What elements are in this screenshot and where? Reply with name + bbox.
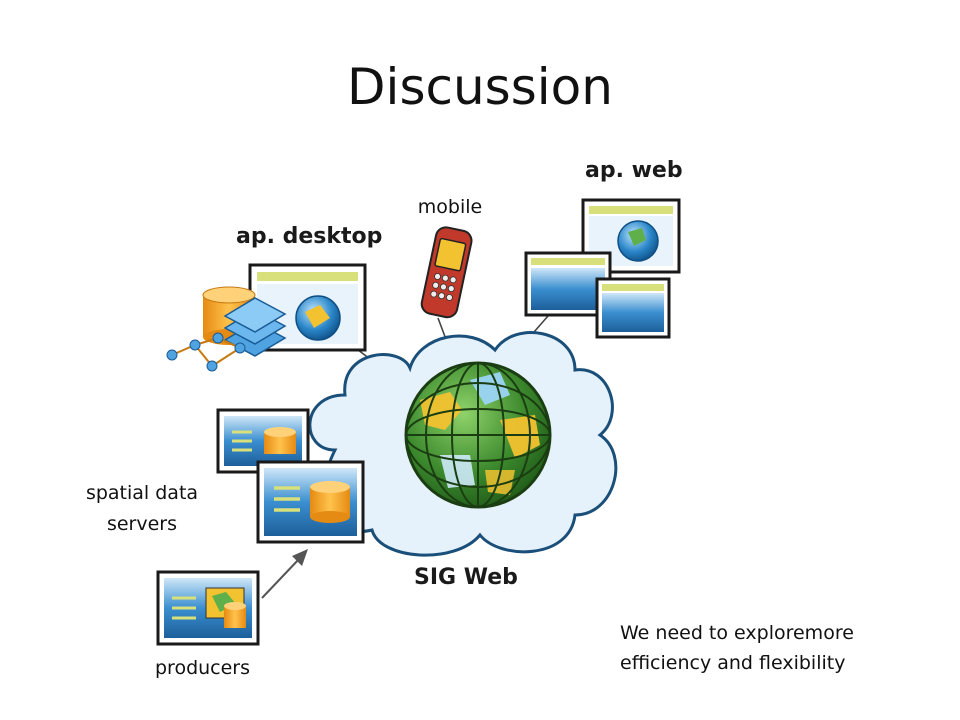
producer-window	[156, 570, 260, 646]
desktop-app-group	[166, 263, 367, 372]
sig-web-label: SIG Web	[414, 565, 518, 590]
web-app-windows	[524, 198, 681, 339]
producers-label: producers	[154, 657, 251, 679]
discussion-note: We need to exploremore efficiency and fl…	[620, 618, 920, 678]
central-globe	[404, 361, 552, 509]
web-app-label: ap. web	[585, 158, 683, 183]
spatial-data-servers-line2: servers	[106, 513, 178, 535]
slide-title: Discussion	[347, 58, 613, 116]
note-line-1: We need to exploremore	[620, 622, 854, 644]
note-line-2: efficiency and flexibility	[620, 652, 846, 674]
mobile-label: mobile	[417, 196, 483, 218]
spatial-data-servers-line1: spatial data	[85, 482, 199, 504]
spatial-data-servers-label: spatial data servers	[72, 478, 212, 540]
spatial-data-server-windows	[216, 408, 365, 544]
mobile-phone-icon	[420, 226, 473, 319]
producer-arrow	[261, 549, 308, 599]
desktop-app-label: ap. desktop	[236, 224, 383, 249]
